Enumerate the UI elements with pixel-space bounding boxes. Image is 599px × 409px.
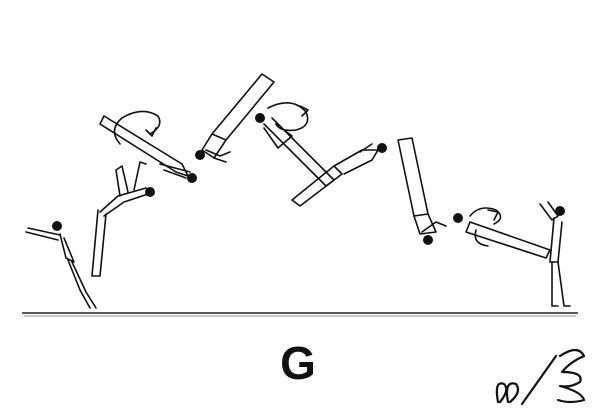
gymnast-twist-3 xyxy=(453,208,550,258)
gymnast-landing xyxy=(540,202,570,306)
gymnast-twist-1 xyxy=(100,111,197,183)
gymnast-twist-2 xyxy=(255,103,334,186)
gymnast-handspring xyxy=(92,162,155,276)
gymnast-descent xyxy=(398,138,446,245)
difficulty-value: G xyxy=(272,340,324,386)
gymnast-start xyxy=(26,221,96,308)
signature-symbol xyxy=(497,350,584,404)
